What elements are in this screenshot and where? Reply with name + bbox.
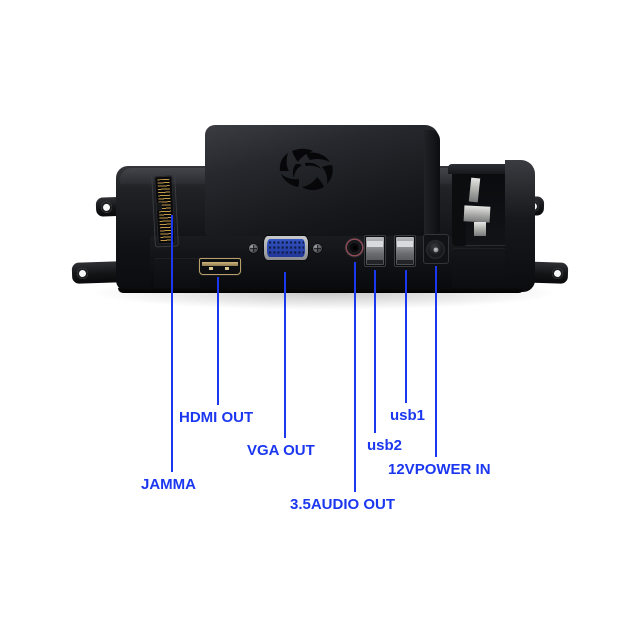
- vga-port: [264, 236, 308, 260]
- vga-pin-holes: [268, 240, 304, 256]
- callout-label-usb1: usb1: [390, 407, 426, 424]
- chassis-bottom-edge: [118, 288, 524, 293]
- usb-port-1-slot: [397, 260, 413, 264]
- callout-label-hdmi: HDMI OUT: [179, 409, 254, 426]
- internal-component-bay-right: [452, 168, 508, 246]
- leader-line-usb2: [374, 270, 376, 433]
- leader-line-hdmi: [217, 277, 219, 405]
- leader-line-audio: [354, 262, 356, 492]
- top-lid-right-bevel: [424, 130, 440, 234]
- audio-jack-3-5mm: [347, 240, 362, 255]
- hdmi-tab-left: [209, 267, 213, 270]
- callout-label-usb2: usb2: [367, 437, 403, 454]
- callout-label-audio: 3.5AUDIO OUT: [290, 496, 396, 513]
- chassis-right-shell: [505, 160, 535, 292]
- leader-line-power: [435, 266, 437, 457]
- bay-metal-bracket-lower: [463, 205, 491, 223]
- faceplate-right-recess: [452, 248, 512, 288]
- hdmi-contact-strip: [202, 262, 238, 266]
- jamma-slot-rim: [151, 172, 179, 247]
- top-lid-module: [205, 125, 439, 237]
- callout-label-vga: VGA OUT: [247, 442, 315, 459]
- usb-port-1-tongue: [397, 241, 413, 247]
- dc-power-jack-12v: [426, 240, 445, 259]
- hdmi-tab-right: [225, 267, 229, 270]
- bay-cover-lip: [448, 164, 514, 174]
- callout-label-power: 12VPOWER IN: [388, 461, 491, 478]
- callout-label-jamma: JAMMA: [141, 476, 196, 493]
- usb-port-1: [394, 235, 416, 267]
- vga-thumbscrew-right: [312, 243, 323, 254]
- bay-metal-bracket-upper: [468, 177, 481, 203]
- usb-port-2-slot: [367, 260, 383, 264]
- faceplate-left-recess: [154, 258, 200, 290]
- leader-line-usb1: [405, 270, 407, 403]
- bay-cylinder-capacitor: [458, 174, 468, 192]
- usb-port-2-tongue: [367, 241, 383, 247]
- vga-thumbscrew-left: [248, 243, 259, 254]
- bay-metal-tab: [474, 222, 486, 236]
- leader-line-vga: [284, 272, 286, 438]
- fan-vent-swirl-icon: [272, 145, 340, 193]
- usb-port-2: [364, 235, 386, 267]
- hdmi-port: [199, 258, 241, 275]
- leader-line-jamma: [171, 215, 173, 472]
